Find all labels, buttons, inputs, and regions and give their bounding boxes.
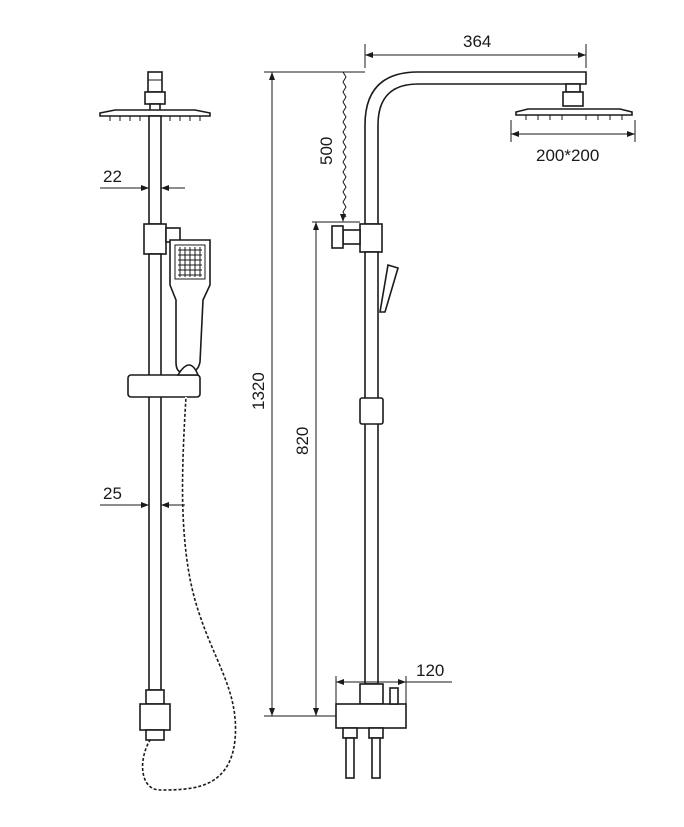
dim-arm-drop: 500 bbox=[312, 71, 360, 223]
side-hand-shower bbox=[379, 263, 399, 313]
front-bottom-connector bbox=[139, 703, 171, 731]
front-hose bbox=[141, 396, 237, 792]
dim-arm-length: 364 bbox=[364, 32, 587, 68]
dim-pipe-top: 22 bbox=[100, 167, 185, 191]
dim-slide-height: 820 bbox=[293, 222, 319, 716]
front-overhead-head bbox=[99, 71, 211, 121]
dim-25-label: 25 bbox=[103, 484, 122, 503]
dim-820-label: 820 bbox=[293, 427, 312, 455]
dim-120-label: 120 bbox=[416, 661, 444, 680]
front-upper-pipe bbox=[148, 115, 162, 225]
side-mixer bbox=[335, 683, 407, 779]
dim-pipe-bottom: 25 bbox=[100, 484, 185, 508]
dim-364-label: 364 bbox=[463, 32, 491, 51]
side-diverter-knob bbox=[331, 225, 344, 249]
side-lower-pipe bbox=[364, 251, 379, 685]
side-overhead-head bbox=[515, 83, 633, 120]
side-shower-arm bbox=[364, 71, 587, 225]
front-slide-holder bbox=[127, 374, 201, 398]
dim-200x200-label: 200*200 bbox=[536, 146, 599, 165]
front-diverter bbox=[143, 223, 167, 255]
dim-total-height: 1320 bbox=[249, 71, 365, 717]
dim-1320-label: 1320 bbox=[249, 372, 268, 410]
front-view: 22 25 bbox=[99, 71, 237, 792]
side-slide-holder bbox=[359, 397, 384, 425]
dim-22-label: 22 bbox=[103, 167, 122, 186]
side-view: 364 200*200 500 1320 bbox=[249, 32, 636, 779]
dim-mixer-depth: 120 bbox=[335, 661, 452, 704]
front-hand-shower bbox=[169, 239, 211, 373]
front-lower-pipe bbox=[148, 253, 162, 691]
side-diverter bbox=[359, 223, 383, 253]
dim-500-label: 500 bbox=[317, 137, 336, 165]
dim-head-size: 200*200 bbox=[510, 120, 636, 165]
